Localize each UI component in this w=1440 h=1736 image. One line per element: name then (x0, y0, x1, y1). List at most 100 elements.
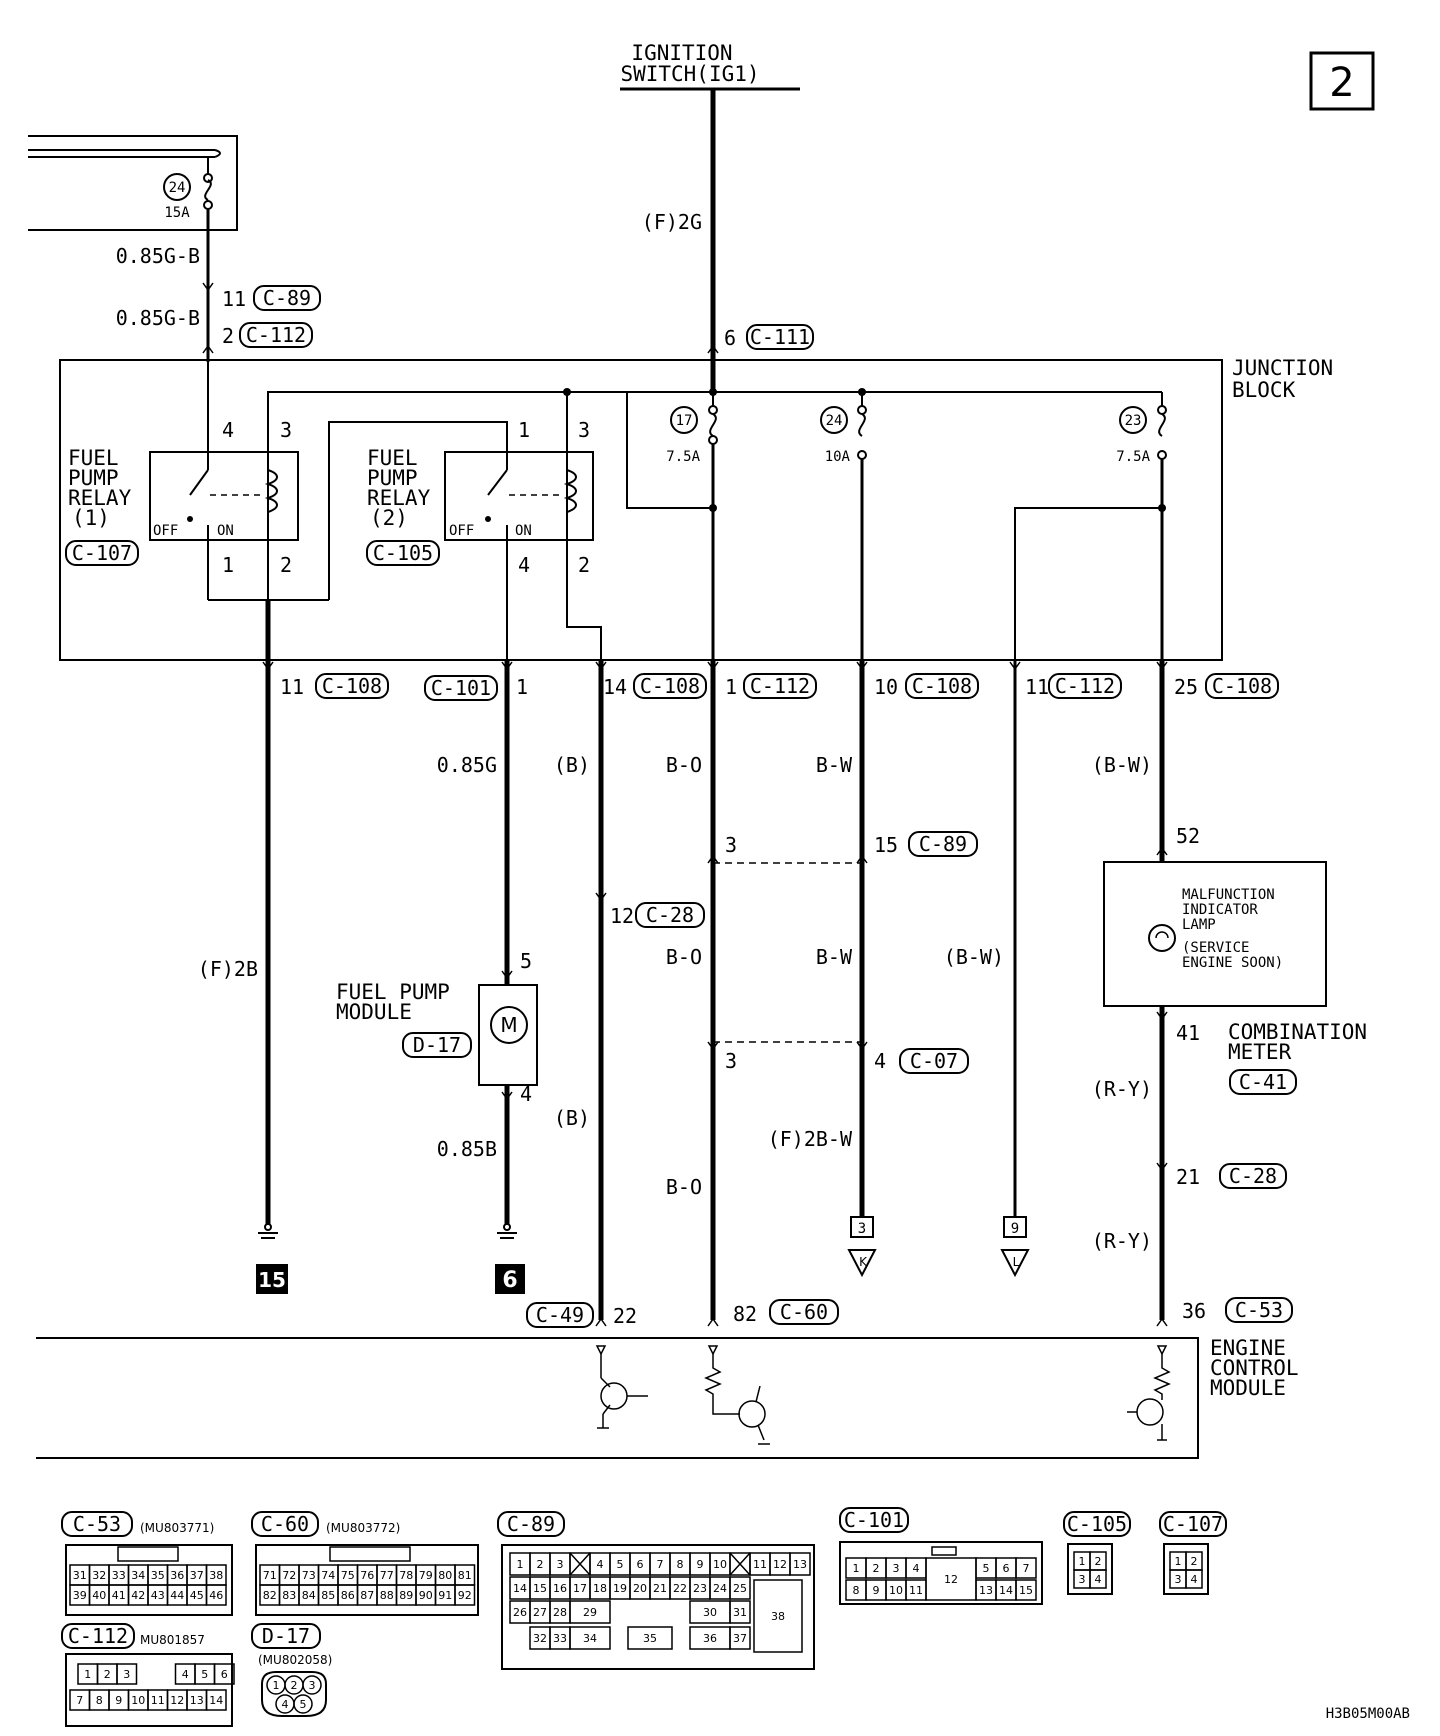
wire-6-label: (B-W) (944, 945, 1004, 969)
c53-pin-label: 39 (73, 1589, 87, 1602)
c28b-pin: 21 (1176, 1165, 1200, 1189)
ignition-label-1: IGNITION (631, 41, 732, 65)
c101-pin-label: 2 (873, 1562, 880, 1575)
c112-pin-label: 13 (190, 1694, 204, 1707)
relay-2-off: OFF (449, 523, 474, 539)
left-wire-label-1: 0.85G-B (116, 244, 200, 268)
c105-diagram-name: C-105 (1067, 1512, 1127, 1536)
pump-conn: D-17 (413, 1033, 461, 1057)
mil-l2: INDICATOR (1182, 902, 1258, 918)
d17-pin-label: 3 (309, 1679, 316, 1692)
relay-1-pin-tr: 3 (280, 418, 292, 442)
jb-out-conn-5: C-108 (912, 674, 972, 698)
relay-2-coil (563, 469, 577, 513)
c101-pin-label: 4 (913, 1562, 920, 1575)
c53-cell (205, 1584, 227, 1606)
c112-diagram-name: C-112 (68, 1624, 128, 1648)
ground-1-icon (258, 1223, 278, 1239)
c60-pin-label: 81 (458, 1569, 472, 1582)
c89-cell (569, 1626, 611, 1650)
c89-pin-label: 12 (773, 1558, 787, 1571)
offpage-k-num: 3 (858, 1221, 866, 1237)
relay-2-conn: C-105 (373, 541, 433, 565)
left-fuse-terminal-bot (203, 200, 213, 210)
relay-2-switch (487, 469, 508, 496)
fuel-pump-motor-icon (490, 1006, 528, 1044)
conn-badge-c101-diagram (839, 1507, 909, 1533)
c60-pin-label: 79 (419, 1569, 433, 1582)
conn-badge-c111 (746, 324, 814, 350)
conn-badge-jb-out-6 (1048, 673, 1122, 699)
relay-1-l3: RELAY (68, 486, 132, 510)
c101-pin-label: 8 (853, 1584, 860, 1597)
c53-pin-label: 34 (131, 1569, 145, 1582)
c101-pin-label: 10 (889, 1584, 903, 1597)
fuse-24b (820, 392, 867, 660)
ground-2-icon (497, 1223, 517, 1239)
offpage-k-arrow-icon (847, 1249, 877, 1278)
jb-out-conn-3: C-108 (640, 674, 700, 698)
c07-conn: C-07 (910, 1049, 958, 1073)
left-fuse-num: 24 (169, 180, 186, 196)
c101-pin-label: 7 (1023, 1562, 1030, 1575)
c89-pin-label: 3 (557, 1558, 564, 1571)
c60-pin-label: 91 (438, 1589, 452, 1602)
mil-bulb-icon (1148, 924, 1176, 952)
offpage-l-num: 9 (1011, 1221, 1019, 1237)
conn-badge-c107 (65, 540, 139, 566)
conn-badge-c112-diagram (61, 1623, 135, 1649)
c89-pin-label: 7 (657, 1558, 664, 1571)
c53-part: (MU803771) (140, 1521, 214, 1535)
relay-1-on: ON (217, 523, 234, 539)
c107-pin-label: 2 (1191, 1555, 1198, 1568)
pump-l2: MODULE (336, 1000, 412, 1024)
ecm-l2: CONTROL (1210, 1356, 1299, 1380)
c89-cell (569, 1600, 611, 1624)
c89-cell (729, 1600, 751, 1624)
ecm-l3: MODULE (1210, 1376, 1286, 1400)
relay-1-pin-br: 2 (280, 553, 292, 577)
c112-pin-label: 10 (131, 1694, 145, 1707)
conn-badge-d17-diagram (251, 1623, 321, 1649)
wire-5-label-c: (F)2B-W (768, 1127, 853, 1151)
mil-l3: LAMP (1182, 917, 1216, 933)
d17-part: (MU802058) (258, 1653, 332, 1667)
jb-f23-to-11 (1014, 507, 1162, 660)
meter-l2: METER (1228, 1040, 1292, 1064)
c101-pin-label: 11 (909, 1584, 923, 1597)
d17-pin (302, 1675, 322, 1695)
c89-pin-label: 35 (643, 1632, 657, 1645)
offpage-l-letter: L (1013, 1255, 1020, 1269)
c53-pin-label: 45 (190, 1589, 204, 1602)
c101-pin-label: 14 (999, 1584, 1013, 1597)
conn-badge-c53 (1225, 1297, 1293, 1323)
left-conn-2: C-112 (246, 323, 306, 347)
c53-pin-label: 35 (151, 1569, 165, 1582)
c60-pin-label: 92 (458, 1589, 472, 1602)
left-pin-1: 11 (222, 287, 246, 311)
wire-7-label-c: (R-Y) (1092, 1229, 1152, 1253)
relay-1-coil (264, 469, 278, 513)
jb-out-pin-3: 14 (603, 675, 627, 699)
c89-pin-label: 26 (513, 1606, 527, 1619)
c89-pin-label: 20 (633, 1582, 647, 1595)
relay-2-pin-br: 2 (578, 553, 590, 577)
ecm-transistor-a-icon (595, 1345, 648, 1429)
combination-meter-box (1103, 861, 1327, 1007)
c07-left-pin: 3 (725, 1049, 737, 1073)
c107-pin-label: 4 (1191, 1573, 1198, 1586)
c89-pin: 15 (874, 833, 898, 857)
c60-pin-label: 88 (380, 1589, 394, 1602)
left-fuse-terminal-top (203, 173, 213, 183)
c89-pin-label: 25 (733, 1582, 747, 1595)
fuse-23-num: 23 (1125, 413, 1142, 429)
conn-badge-c89-top (253, 285, 321, 311)
c112-pin-label: 2 (104, 1668, 111, 1681)
junction-block-frame (59, 359, 1223, 661)
c105-pin-label: 2 (1095, 1555, 1102, 1568)
c60-pin-label: 76 (360, 1569, 374, 1582)
c112-pin-label: 7 (76, 1694, 83, 1707)
ecm-l1: ENGINE (1210, 1336, 1286, 1360)
